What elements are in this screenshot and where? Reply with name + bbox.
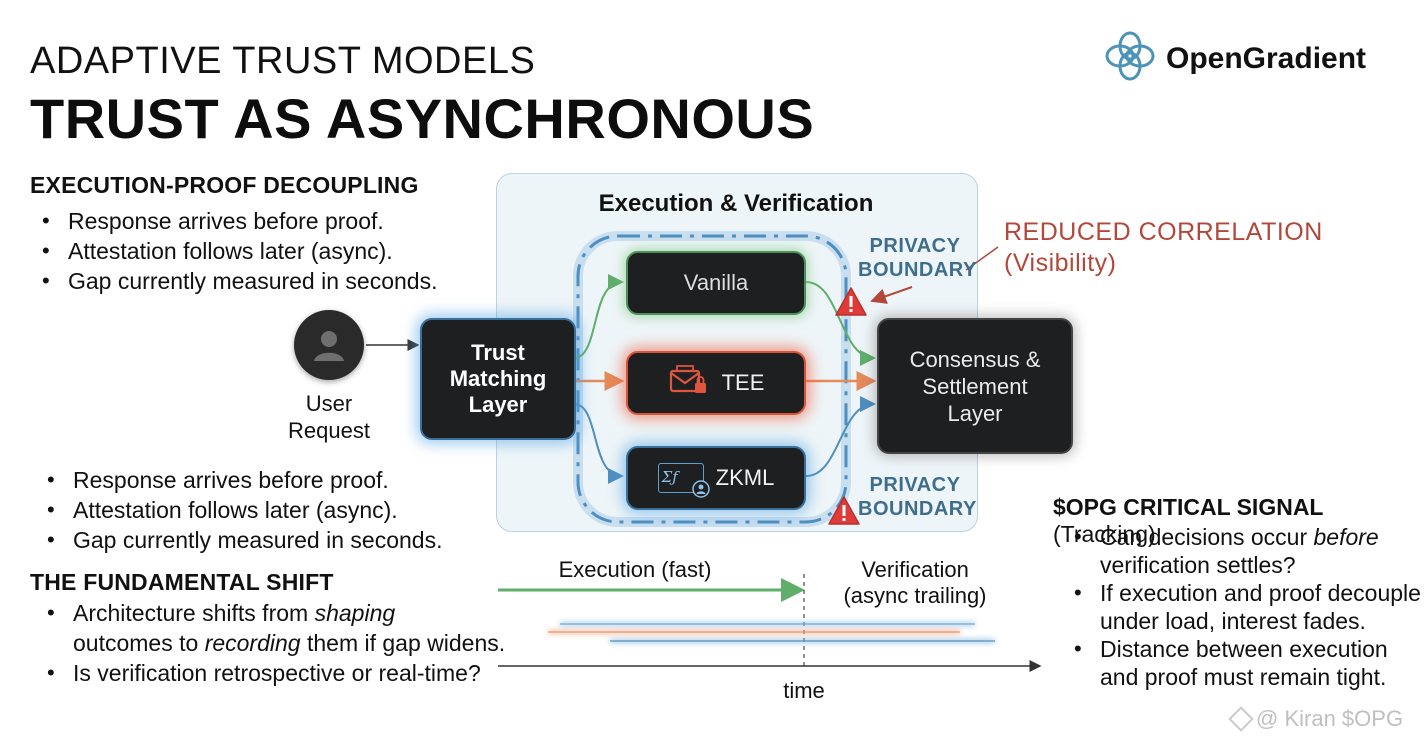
tee-label: TEE [721, 370, 765, 395]
subtitle: ADAPTIVE TRUST MODELS [30, 40, 536, 82]
timeline [498, 574, 1042, 672]
text: them if gap widens. [300, 630, 506, 656]
arrow-trust-to-vanilla [573, 274, 624, 359]
text: Distance between execution [1100, 636, 1388, 662]
brand-name: OpenGradient [1166, 41, 1367, 75]
consensus-settlement-layer: Consensus & Settlement Layer [877, 318, 1073, 454]
list-item: Response arrives before proof. [35, 465, 442, 495]
execution-fast-label: Execution (fast) [558, 557, 712, 582]
label: PRIVACY [869, 235, 961, 257]
text-emphasis: before [1313, 524, 1379, 550]
label: PRIVACY [869, 474, 961, 496]
trust-matching-layer: Trust Matching Layer [420, 318, 576, 440]
text: outcomes to [73, 630, 205, 656]
list-item: Gap currently measured in seconds. [35, 525, 442, 555]
label: BOUNDARY [858, 259, 977, 281]
text: under load, interest fades. [1100, 608, 1366, 634]
user-request-label: User Request [269, 390, 389, 444]
list-item: Gap currently measured in seconds. [30, 266, 437, 296]
opg-signal-list: Can decisions occur before verification … [1062, 523, 1421, 691]
user-label: User [305, 391, 353, 416]
watermark: @ Kiran $OPG [1228, 706, 1404, 732]
label: Matching [449, 366, 547, 391]
time-axis-label: time [783, 678, 825, 703]
label: (async trailing) [843, 583, 987, 608]
label: BOUNDARY [858, 498, 977, 520]
panel-title: Execution & Verification [598, 190, 874, 217]
label: REDUCED CORRELATION [1004, 218, 1323, 246]
list-item: Response arrives before proof. [30, 206, 437, 236]
privacy-boundary-label-bottom: PRIVACY BOUNDARY [858, 473, 977, 521]
text: If execution and proof decouple [1100, 580, 1421, 606]
label: Verification [861, 557, 969, 582]
label: (Visibility) [1004, 249, 1117, 277]
opengradient-logo-icon [1104, 30, 1156, 87]
list-item: Attestation follows later (async). [35, 495, 442, 525]
arrow-trust-to-zkml [573, 403, 624, 484]
list-item: Can decisions occur before verification … [1062, 523, 1421, 579]
text: Can decisions occur [1100, 524, 1314, 550]
arrow-zkml-to-consensus [805, 396, 876, 477]
section-title-shift: THE FUNDAMENTAL SHIFT [30, 569, 334, 595]
section-title-decoupling: EXECUTION-PROOF DECOUPLING [30, 172, 419, 198]
warning-triangle-icon [828, 496, 860, 525]
title-bold: $OPG CRITICAL SIGNAL [1053, 494, 1324, 520]
envelope-lock-icon [668, 363, 708, 403]
list-item: Architecture shifts from shaping outcome… [35, 598, 505, 658]
list-item: Attestation follows later (async). [30, 236, 437, 266]
sigma-function-user-icon: Σƒ [657, 463, 710, 498]
label: Consensus & [909, 346, 1041, 372]
text: Architecture shifts from [73, 600, 315, 626]
repeat-list: Response arrives before proof. Attestati… [35, 465, 442, 555]
text-emphasis: shaping [314, 600, 396, 626]
warning-triangle-icon [835, 287, 867, 316]
tee-box: TEE [626, 351, 806, 415]
label: Layer [468, 392, 528, 417]
user-avatar-icon [294, 310, 364, 380]
label: Trust [471, 340, 525, 365]
brand-logo: OpenGradient [1104, 30, 1366, 87]
privacy-boundary-outline [573, 231, 851, 527]
list-item: Distance between execution and proof mus… [1062, 635, 1421, 691]
text: verification settles? [1100, 552, 1296, 578]
label: Settlement [922, 373, 1028, 399]
arrow-reduced-correlation [870, 286, 913, 304]
verification-label: Verification (async trailing) [820, 557, 1010, 609]
pointer-reduced-correlation [965, 246, 999, 271]
request-label: Request [288, 418, 370, 443]
list-item: Is verification retrospective or real-ti… [35, 658, 505, 688]
zkml-box: Σƒ ZKML [626, 446, 806, 510]
decoupling-list: Response arrives before proof. Attestati… [30, 206, 437, 296]
icon-glyph: Σƒ [661, 468, 678, 486]
list-item: If execution and proof decouple under lo… [1062, 579, 1421, 635]
watermark-text: @ Kiran $OPG [1256, 706, 1404, 731]
shift-list: Architecture shifts from shaping outcome… [35, 598, 505, 688]
page-title: TRUST AS ASYNCHRONOUS [30, 87, 815, 150]
reduced-correlation-note: REDUCED CORRELATION (Visibility) [1004, 217, 1323, 279]
text: and proof must remain tight. [1100, 664, 1387, 690]
arrow-vanilla-to-consensus [805, 281, 876, 366]
label: Layer [947, 400, 1003, 426]
privacy-boundary-label-top: PRIVACY BOUNDARY [858, 234, 977, 282]
text-emphasis: recording [204, 630, 301, 656]
vanilla-label: Vanilla [683, 270, 749, 295]
zkml-label: ZKML [715, 465, 775, 490]
vanilla-box: Vanilla [626, 251, 806, 315]
diamond-logo-icon [1228, 706, 1254, 732]
